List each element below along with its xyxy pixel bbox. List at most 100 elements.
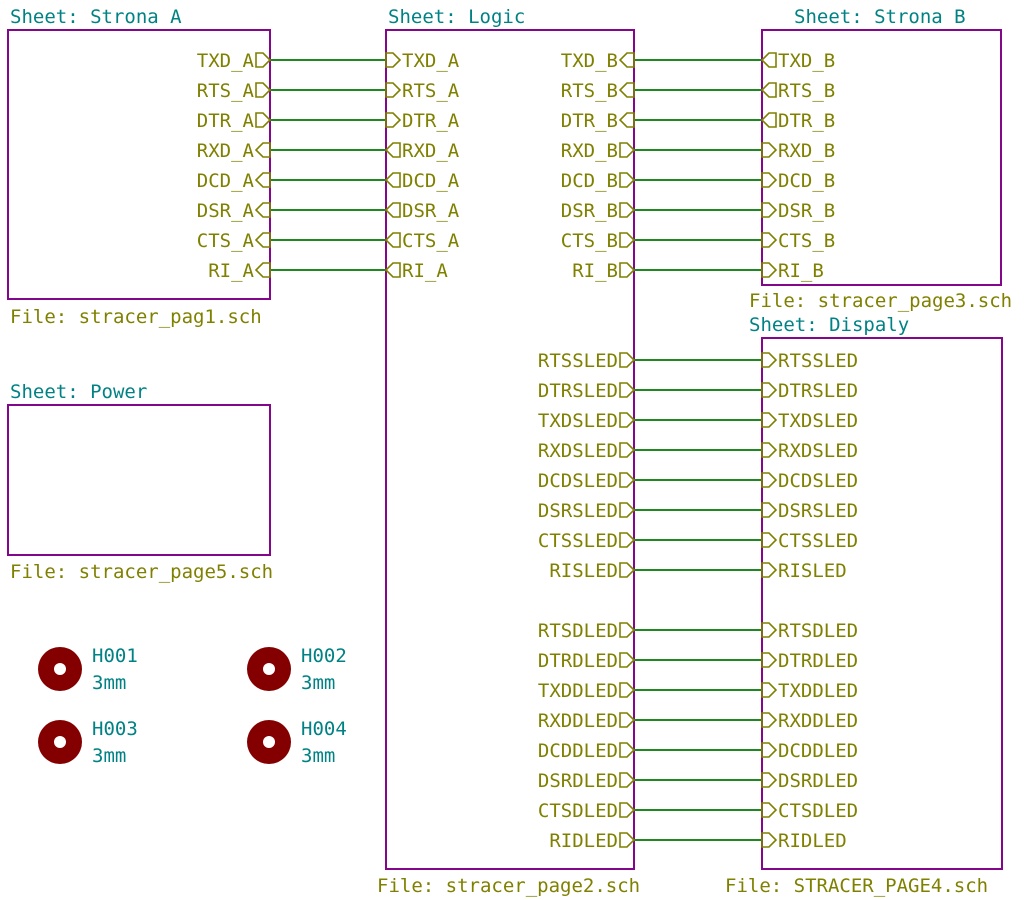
strona-a-pin-rxd-a-label[interactable]: RXD_A [197,140,255,162]
logic-pin-dsr-a-label[interactable]: DSR_A [402,200,460,222]
dispaly-pin-txdsled-label[interactable]: TXDSLED [778,410,858,432]
logic-pin-rxd-b-marker [619,142,636,158]
dispaly-pin-ctsdled-label[interactable]: CTSDLED [778,800,858,822]
dispaly-pin-dtrdled-label[interactable]: DTRDLED [778,650,858,672]
logic-pin-rxd-a-marker [384,142,401,158]
strona-b-pin-rts-b-label[interactable]: RTS_B [778,80,835,102]
strona-b-pin-rxd-b-marker [761,142,778,158]
sheet-file-power: File: stracer_page5.sch [10,561,273,583]
logic-pin-rxddled-label[interactable]: RXDDLED [538,710,618,732]
logic-pin-dsrdled-label[interactable]: DSRDLED [538,770,618,792]
dispaly-pin-rtsdled-label[interactable]: RTSDLED [778,620,858,642]
strona-b-pin-dsr-b-marker [761,202,778,218]
dispaly-pin-rtsdled-marker [761,622,778,638]
strona-a-pin-dcd-a-label[interactable]: DCD_A [197,170,255,192]
strona-b-pin-dsr-b-label[interactable]: DSR_B [778,200,835,222]
logic-pin-dsr-a-marker [384,202,401,218]
logic-pin-dcd-a-marker [384,172,401,188]
dispaly-pin-dsrsled-label[interactable]: DSRSLED [778,500,858,522]
strona-a-pin-ri-a-label[interactable]: RI_A [208,260,254,282]
logic-pin-dcd-b-label[interactable]: DCD_B [561,170,618,192]
logic-pin-cts-a-label[interactable]: CTS_A [402,230,460,252]
sheet-file-strona-a: File: stracer_pag1.sch [10,306,262,328]
logic-pin-dtrsled-label[interactable]: DTRSLED [538,380,618,402]
dispaly-pin-dcdsled-label[interactable]: DCDSLED [778,470,858,492]
dispaly-pin-rtssled-label[interactable]: RTSSLED [778,350,858,372]
strona-a-pin-dsr-a-label[interactable]: DSR_A [197,200,255,222]
dispaly-pin-dcddled-marker [761,742,778,758]
logic-pin-rxdsled-label[interactable]: RXDSLED [538,440,618,462]
strona-b-pin-dcd-b-label[interactable]: DCD_B [778,170,835,192]
logic-pin-dcddled-label[interactable]: DCDDLED [538,740,618,762]
dispaly-pin-risled-label[interactable]: RISLED [778,560,847,582]
dispaly-pin-dsrdled-label[interactable]: DSRDLED [778,770,858,792]
dispaly-pin-ridled-marker [761,832,778,848]
wires [270,59,762,841]
logic-pin-rxddled-marker [619,712,636,728]
logic-pin-txd-a-label[interactable]: TXD_A [402,50,460,72]
logic-pin-txdsled-label[interactable]: TXDSLED [538,410,618,432]
logic-pin-rxd-b-label[interactable]: RXD_B [561,140,618,162]
strona-b-pin-ri-b-label[interactable]: RI_B [778,260,824,282]
logic-pin-dcd-a-label[interactable]: DCD_A [402,170,460,192]
sheet-title-strona-a: Sheet: Strona A [10,6,182,28]
logic-pin-txddled-label[interactable]: TXDDLED [538,680,618,702]
logic-pin-ridled-label[interactable]: RIDLED [549,830,618,852]
strona-b-pin-dcd-b-marker [761,172,778,188]
dispaly-pin-dtrsled-label[interactable]: DTRSLED [778,380,858,402]
logic-pin-dsrdled-marker [619,772,636,788]
logic-pin-dsrsled-label[interactable]: DSRSLED [538,500,618,522]
logic-pin-ctsdled-label[interactable]: CTSDLED [538,800,618,822]
logic-pin-dcd-b-marker [619,172,636,188]
strona-a-pin-txd-a-label[interactable]: TXD_A [197,50,255,72]
strona-a-pin-cts-a-label[interactable]: CTS_A [197,230,255,252]
logic-pin-ri-b-label[interactable]: RI_B [572,260,618,282]
logic-pin-dtr-b-label[interactable]: DTR_B [561,110,618,132]
dispaly-pin-txddled-label[interactable]: TXDDLED [778,680,858,702]
strona-b-pin-txd-b-label[interactable]: TXD_B [778,50,835,72]
sheet-strona-a[interactable] [7,29,271,300]
dispaly-pin-rxddled-marker [761,712,778,728]
dispaly-pin-ctssled-label[interactable]: CTSSLED [778,530,858,552]
logic-pin-txd-b-label[interactable]: TXD_B [561,50,618,72]
strona-a-pin-rts-a-marker [255,82,272,98]
logic-pin-cts-b-marker [619,232,636,248]
dispaly-pin-rxdsled-label[interactable]: RXDSLED [778,440,858,462]
logic-pin-dtrdled-label[interactable]: DTRDLED [538,650,618,672]
mounting-hole-value: 3mm [92,672,126,694]
dispaly-pin-ridled-label[interactable]: RIDLED [778,830,847,852]
logic-pin-ri-a-label[interactable]: RI_A [402,260,448,282]
dispaly-pin-dcddled-label[interactable]: DCDDLED [778,740,858,762]
strona-b-pin-cts-b-label[interactable]: CTS_B [778,230,835,252]
logic-pin-dcdsled-marker [619,472,636,488]
sheet-title-strona-b: Sheet: Strona B [794,6,966,28]
sheet-pins: TXD_A RTS_A DTR_A RXD_A DCD_A DSR_A CTS_A RI_A T… [197,50,858,852]
logic-pin-cts-b-label[interactable]: CTS_B [561,230,618,252]
logic-pin-dcdsled-label[interactable]: DCDSLED [538,470,618,492]
strona-b-pin-dtr-b-label[interactable]: DTR_B [778,110,835,132]
logic-pin-rts-a-label[interactable]: RTS_A [402,80,460,102]
dispaly-pin-txddled-marker [761,682,778,698]
strona-a-pin-rts-a-label[interactable]: RTS_A [197,80,255,102]
logic-pin-rxd-a-label[interactable]: RXD_A [402,140,460,162]
strona-b-pin-rxd-b-label[interactable]: RXD_B [778,140,835,162]
sheet-power[interactable] [7,404,271,556]
logic-pin-dsr-b-label[interactable]: DSR_B [561,200,618,222]
strona-a-pin-dtr-a-label[interactable]: DTR_A [197,110,255,132]
logic-pin-rts-b-label[interactable]: RTS_B [561,80,618,102]
dispaly-pin-rxddled-label[interactable]: RXDDLED [778,710,858,732]
sheet-dispaly[interactable] [761,337,1003,870]
logic-pin-risled-label[interactable]: RISLED [549,560,618,582]
logic-pin-dtr-a-label[interactable]: DTR_A [402,110,460,132]
dispaly-pin-rxdsled-marker [761,442,778,458]
mounting-hole-value: 3mm [301,745,335,767]
logic-pin-ctssled-label[interactable]: CTSSLED [538,530,618,552]
logic-pin-rtssled-label[interactable]: RTSSLED [538,350,618,372]
sheet-file-logic: File: stracer_page2.sch [377,875,640,897]
logic-pin-rtsdled-label[interactable]: RTSDLED [538,620,618,642]
